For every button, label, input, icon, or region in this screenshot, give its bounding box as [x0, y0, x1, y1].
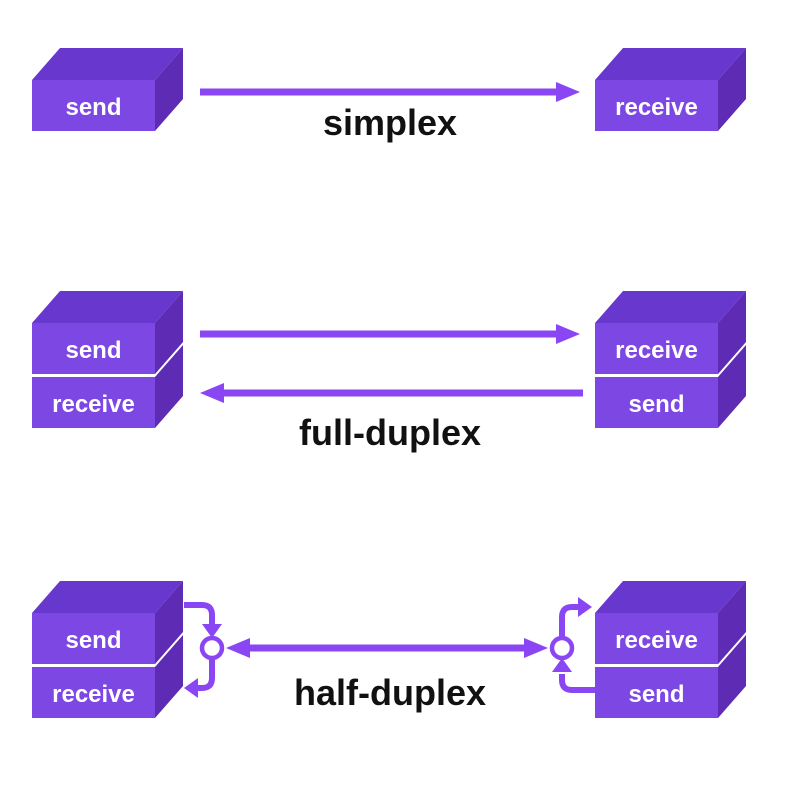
node-to-receive-connector [559, 604, 578, 639]
box-label: send [65, 627, 121, 654]
receive-box: receive [595, 581, 746, 664]
full-duplex-arrow-ltr [200, 324, 580, 344]
full-duplex-section: receive send send [32, 291, 746, 453]
half-duplex-right-device: send receive [595, 581, 746, 718]
box-label: receive [615, 94, 698, 121]
box-side-face [718, 635, 746, 718]
box-label: receive [615, 337, 698, 364]
box-label: receive [52, 391, 135, 418]
simplex-right-device: receive [595, 48, 746, 131]
full-duplex-left-device: receive send [32, 291, 183, 428]
send-box: send [32, 48, 183, 131]
half-duplex-shared-channel-arrow [226, 638, 548, 658]
send-box: send [32, 581, 183, 664]
box-front-face [595, 323, 718, 374]
box-side-face [718, 48, 746, 131]
receive-box: receive [595, 48, 746, 131]
box-label: send [65, 337, 121, 364]
box-label: send [628, 681, 684, 708]
node-to-receive-connector [197, 657, 215, 691]
full-duplex-arrow-rtl [200, 383, 583, 403]
box-front-face [32, 667, 155, 718]
box-front-face [595, 80, 718, 131]
half-duplex-left-connectors [184, 602, 222, 698]
box-side-face [718, 345, 746, 428]
receive-box: receive [32, 345, 183, 428]
arrow-head-left-icon [226, 638, 250, 658]
box-side-face [718, 291, 746, 374]
box-top-face [595, 581, 746, 613]
simplex-arrow [200, 82, 580, 102]
mode-label-simplex: simplex [323, 102, 457, 143]
box-front-face [32, 323, 155, 374]
send-box: send [595, 635, 746, 718]
box-front-face [32, 80, 155, 131]
box-top-face [32, 581, 183, 613]
arrow-head-right-icon [556, 324, 580, 344]
simplex-section: send receive simplex [32, 48, 746, 143]
left-channel-node-icon [199, 635, 225, 661]
box-front-face [595, 667, 718, 718]
box-front-face [595, 613, 718, 664]
send-to-node-connector [559, 674, 596, 693]
box-side-face [155, 291, 183, 374]
box-label: receive [52, 681, 135, 708]
send-to-node-connector [184, 602, 215, 625]
mode-label-full-duplex: full-duplex [299, 412, 481, 453]
send-box: send [595, 345, 746, 428]
box-top-face [32, 291, 183, 323]
arrow-head-left-icon [200, 383, 224, 403]
half-duplex-left-device: receive send [32, 581, 183, 718]
receive-box: receive [32, 635, 183, 718]
right-channel-node-icon [549, 635, 575, 661]
arrow-head-right-icon [524, 638, 548, 658]
receive-box: receive [595, 291, 746, 374]
box-side-face [155, 48, 183, 131]
box-side-face [155, 581, 183, 664]
box-label: send [65, 94, 121, 121]
box-top-face [32, 48, 183, 80]
box-top-face [595, 48, 746, 80]
box-label: send [628, 391, 684, 418]
arrow-head-up-icon [552, 658, 572, 672]
arrow-head-left-icon [184, 678, 198, 698]
box-front-face [32, 613, 155, 664]
box-front-face [595, 377, 718, 428]
half-duplex-section: receive send [32, 581, 746, 718]
box-side-face [155, 345, 183, 428]
box-side-face [718, 581, 746, 664]
box-side-face [155, 635, 183, 718]
arrow-head-right-icon [578, 597, 592, 617]
simplex-left-device: send [32, 48, 183, 131]
box-label: receive [615, 627, 698, 654]
box-front-face [32, 377, 155, 428]
arrow-head-down-icon [202, 624, 222, 638]
half-duplex-right-connectors [552, 597, 596, 693]
send-box: send [32, 291, 183, 374]
mode-label-half-duplex: half-duplex [294, 672, 486, 713]
full-duplex-right-device: send receive [595, 291, 746, 428]
arrow-head-right-icon [556, 82, 580, 102]
box-top-face [595, 291, 746, 323]
